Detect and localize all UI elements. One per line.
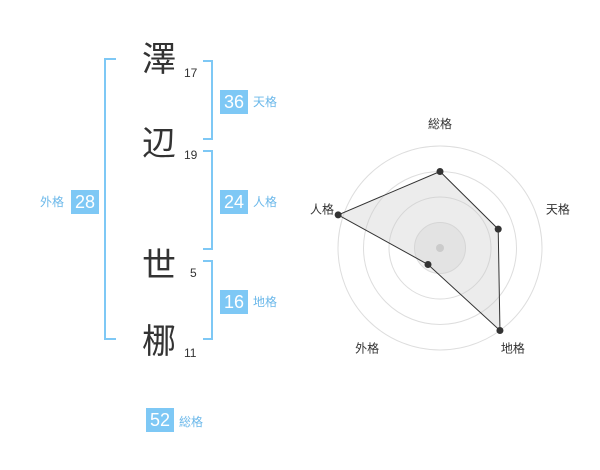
radar-axis-label-3: 地格: [501, 340, 525, 355]
radar-point-3: [496, 327, 504, 335]
chikaku-value-badge: 16: [220, 290, 248, 314]
gaikaku-bracket: [104, 58, 116, 340]
radar-axis-label-4: 外格: [355, 340, 379, 355]
radar-center-dot: [436, 244, 444, 252]
soukaku-value-badge: 52: [146, 408, 174, 432]
stroke-count-1: 17: [184, 66, 198, 80]
radar-point-1: [436, 168, 444, 175]
jinkaku-value-badge: 24: [220, 190, 248, 214]
radar-ring: [388, 196, 492, 300]
radar-axis-label-5: 人格: [310, 202, 334, 217]
radar-point-5: [334, 211, 342, 219]
radar-point-4: [424, 261, 432, 269]
radar-point-2: [494, 225, 502, 233]
stroke-count-2: 19: [184, 148, 198, 162]
radar-ring: [337, 145, 543, 351]
chikaku-bracket: [203, 260, 213, 340]
radar-axis-label-2: 天格: [546, 202, 570, 217]
tenkaku-label: 天格: [253, 95, 278, 109]
gaikaku-value-badge: 28: [71, 190, 99, 214]
stroke-count-4: 11: [184, 346, 197, 360]
name-char-4: 梛: [142, 322, 176, 362]
name-char-2: 辺: [142, 124, 176, 164]
tenkaku-value-badge: 36: [220, 90, 248, 114]
gaikaku-label: 外格: [40, 195, 65, 209]
name-char-1: 澤: [142, 40, 176, 80]
tenkaku-bracket: [203, 60, 213, 140]
radar-axis-label-1: 総格: [428, 116, 452, 131]
chikaku-label: 地格: [253, 295, 278, 309]
jinkaku-bracket: [203, 150, 213, 250]
soukaku-label: 総格: [179, 415, 204, 429]
stroke-count-3: 5: [190, 266, 197, 280]
jinkaku-label: 人格: [253, 195, 278, 209]
name-char-3: 世: [142, 246, 176, 286]
radar-series-polygon: [337, 170, 501, 332]
